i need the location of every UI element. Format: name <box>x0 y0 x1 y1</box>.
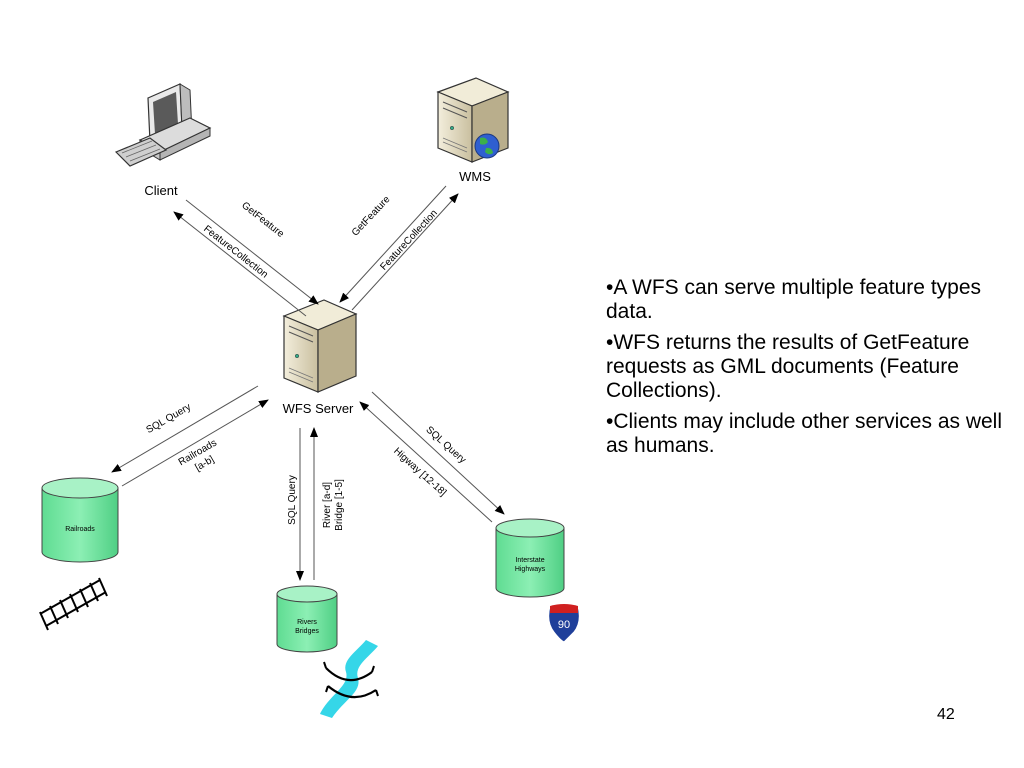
interstate-highways-database-icon <box>495 518 565 598</box>
rivers-result-label-line1: River [a-d] <box>322 482 333 528</box>
globe-icon <box>474 133 500 159</box>
interstate-db-label-line2: Highways <box>515 566 546 573</box>
interstate-result-label: Higway [12-18] <box>391 446 448 499</box>
river-bridge-icon <box>320 640 379 718</box>
bullet-item: •Clients may include other services as w… <box>606 410 1003 457</box>
edge-wms-wfs <box>339 185 459 311</box>
bullet-item: •A WFS can serve multiple feature types … <box>606 276 982 323</box>
interstate-shield-icon: 90 <box>548 603 580 643</box>
rivers-result-label-line2: Bridge [1-5] <box>334 479 345 531</box>
wms-label: WMS <box>459 169 491 184</box>
railroad-track-icon <box>39 577 108 631</box>
railroads-db-label: Railroads <box>65 526 95 533</box>
wms-getfeature-label: GetFeature <box>350 194 393 239</box>
railroads-query-label: SQL Query <box>144 402 193 436</box>
rivers-query-label: SQL Query <box>287 475 298 525</box>
edge-wfs-interstate <box>359 391 505 523</box>
bullet-item: •WFS returns the results of GetFeature r… <box>606 331 970 402</box>
railroads-database-icon <box>41 477 119 563</box>
rivers-db-label-line2: Bridges <box>295 628 319 635</box>
wfs-server-icon <box>282 299 358 393</box>
edge-wfs-rivers <box>296 427 318 581</box>
page-number: 42 <box>937 706 955 723</box>
rivers-db-label-line1: Rivers <box>297 619 317 626</box>
edge-wfs-railroads <box>111 385 269 487</box>
wfs-server-label: WFS Server <box>283 401 354 416</box>
client-featurecollection-label: FeatureCollection <box>201 224 270 281</box>
bullet-list: •A WFS can serve multiple feature types … <box>606 276 1006 465</box>
edge-client-wfs <box>173 199 319 317</box>
shield-number: 90 <box>558 619 570 631</box>
interstate-db-label-line1: Interstate <box>515 557 544 564</box>
wms-featurecollection-label: FeatureCollection <box>378 208 439 273</box>
rivers-bridges-database-icon <box>276 585 338 653</box>
client-getfeature-label: GetFeature <box>239 200 286 240</box>
client-label: Client <box>144 183 178 198</box>
client-computer-icon <box>114 83 212 167</box>
